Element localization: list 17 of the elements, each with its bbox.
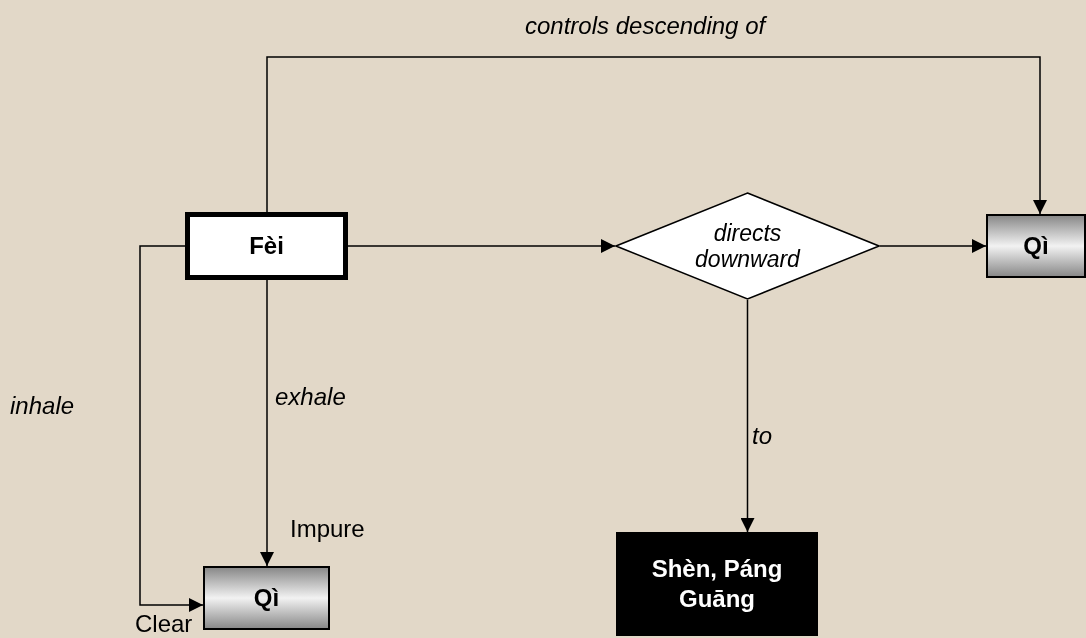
- arrow: [266, 56, 1047, 215]
- text-label: Clear: [135, 610, 193, 638]
- process-box: Qì: [203, 566, 330, 630]
- arrow: [347, 239, 616, 253]
- arrow: [260, 279, 274, 567]
- process-box: Shèn, Páng Guāng: [616, 532, 818, 636]
- process-box: Qì: [986, 214, 1086, 278]
- process-box: Fèi: [185, 212, 348, 280]
- arrow: [139, 245, 204, 612]
- arrow: [879, 239, 987, 253]
- text-label: Impure: [290, 515, 365, 543]
- edge-label: inhale: [10, 392, 75, 420]
- edge-label: controls descending of: [525, 12, 766, 40]
- arrow: [740, 299, 755, 533]
- edge-label: to: [752, 422, 772, 450]
- decision-diamond: directs downward: [615, 192, 880, 300]
- edge-label: exhale: [275, 383, 346, 411]
